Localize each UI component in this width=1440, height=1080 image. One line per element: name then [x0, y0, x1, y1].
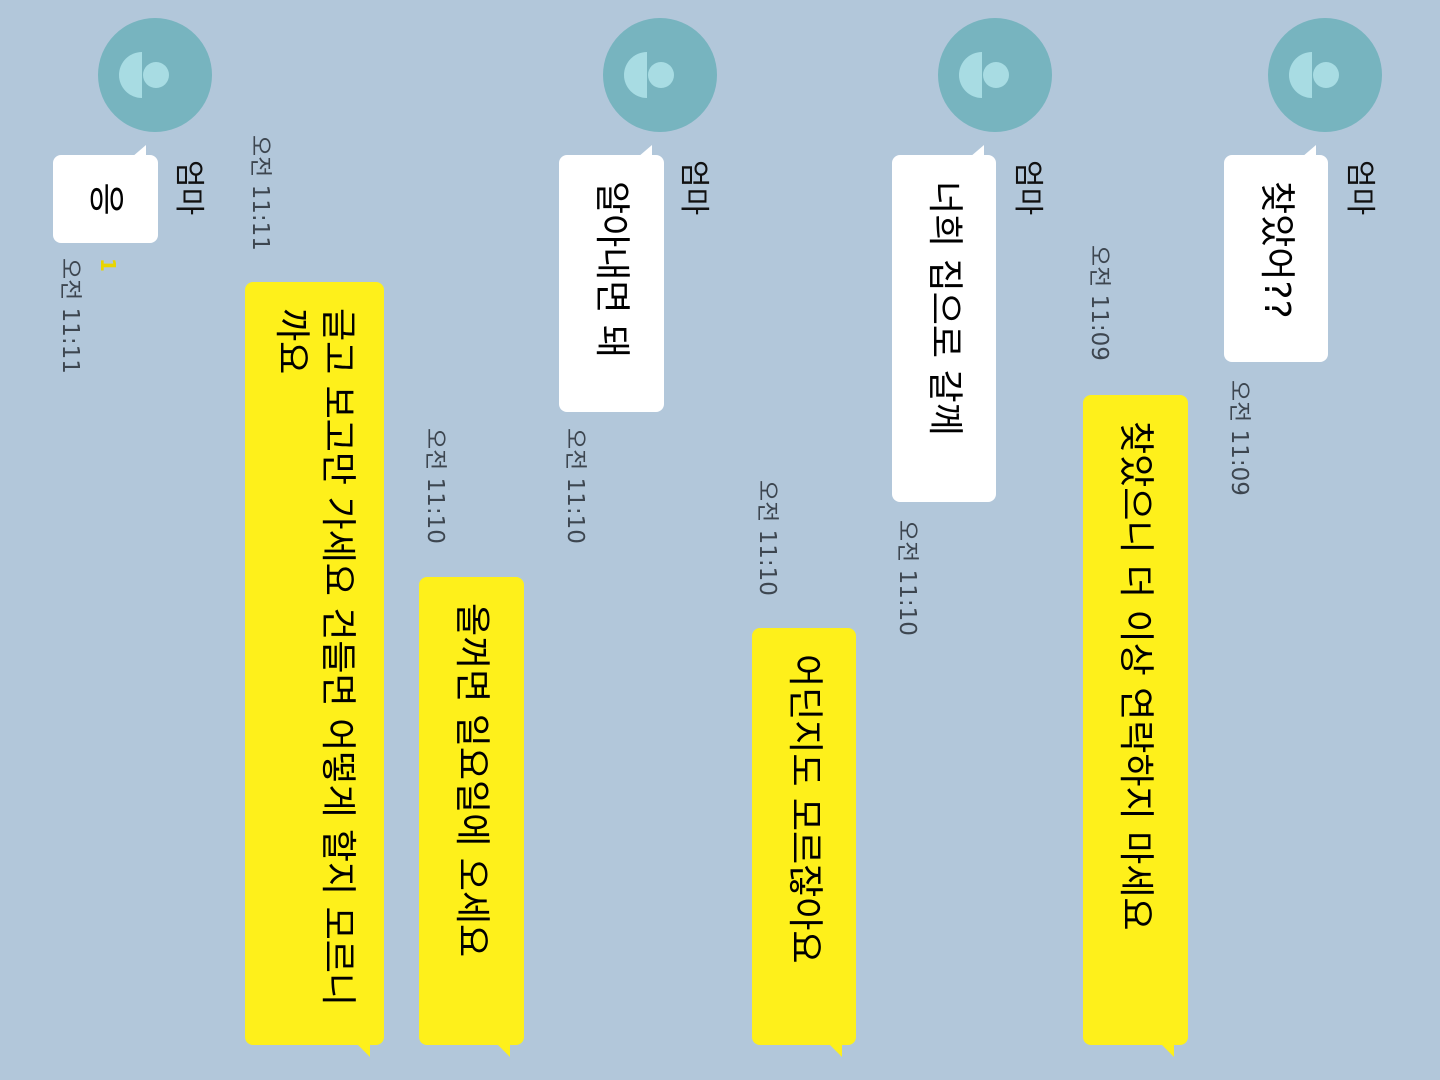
message-time: 오전 11:09 [1226, 380, 1252, 496]
message-time: 오전 11:11 [247, 135, 273, 251]
avatar[interactable] [938, 18, 1052, 132]
message-bubble[interactable]: 찾았어?? [1224, 155, 1328, 362]
message-time: 오전 11:11 [57, 258, 83, 374]
avatar[interactable] [98, 18, 212, 132]
message-time: 오전 11:10 [562, 428, 588, 544]
message-time: 오전 11:10 [894, 520, 920, 636]
avatar[interactable] [1268, 18, 1382, 132]
message-bubble[interactable]: 너희 집으로 갈께 [892, 155, 996, 502]
message-bubble[interactable]: 알아내면 돼 [559, 155, 664, 412]
sender-name: 엄마 [676, 160, 711, 216]
avatar[interactable] [603, 18, 717, 132]
message-bubble[interactable]: 찾았으니 더 이상 연락하지 마세요 [1083, 395, 1188, 1045]
message-bubble[interactable]: 올꺼면 일요일에 오세요 [419, 577, 524, 1045]
person-icon [143, 62, 169, 88]
message-bubble[interactable]: 어딘지도 모르잖아요 [752, 628, 856, 1045]
message-time: 오전 11:10 [754, 480, 780, 596]
message-time: 오전 11:09 [1086, 245, 1112, 361]
unread-count: 1 [96, 258, 120, 272]
sender-name: 엄마 [1342, 160, 1377, 216]
message-bubble[interactable]: 글고 보고만 가세요 건들면 어떻게 할지 모르니까요 [245, 282, 384, 1045]
sender-name: 엄마 [1010, 160, 1045, 216]
person-icon [983, 62, 1009, 88]
message-time: 오전 11:10 [422, 428, 448, 544]
message-bubble[interactable]: 응 [53, 155, 158, 243]
person-icon [1313, 62, 1339, 88]
person-icon [648, 62, 674, 88]
sender-name: 엄마 [171, 160, 206, 216]
